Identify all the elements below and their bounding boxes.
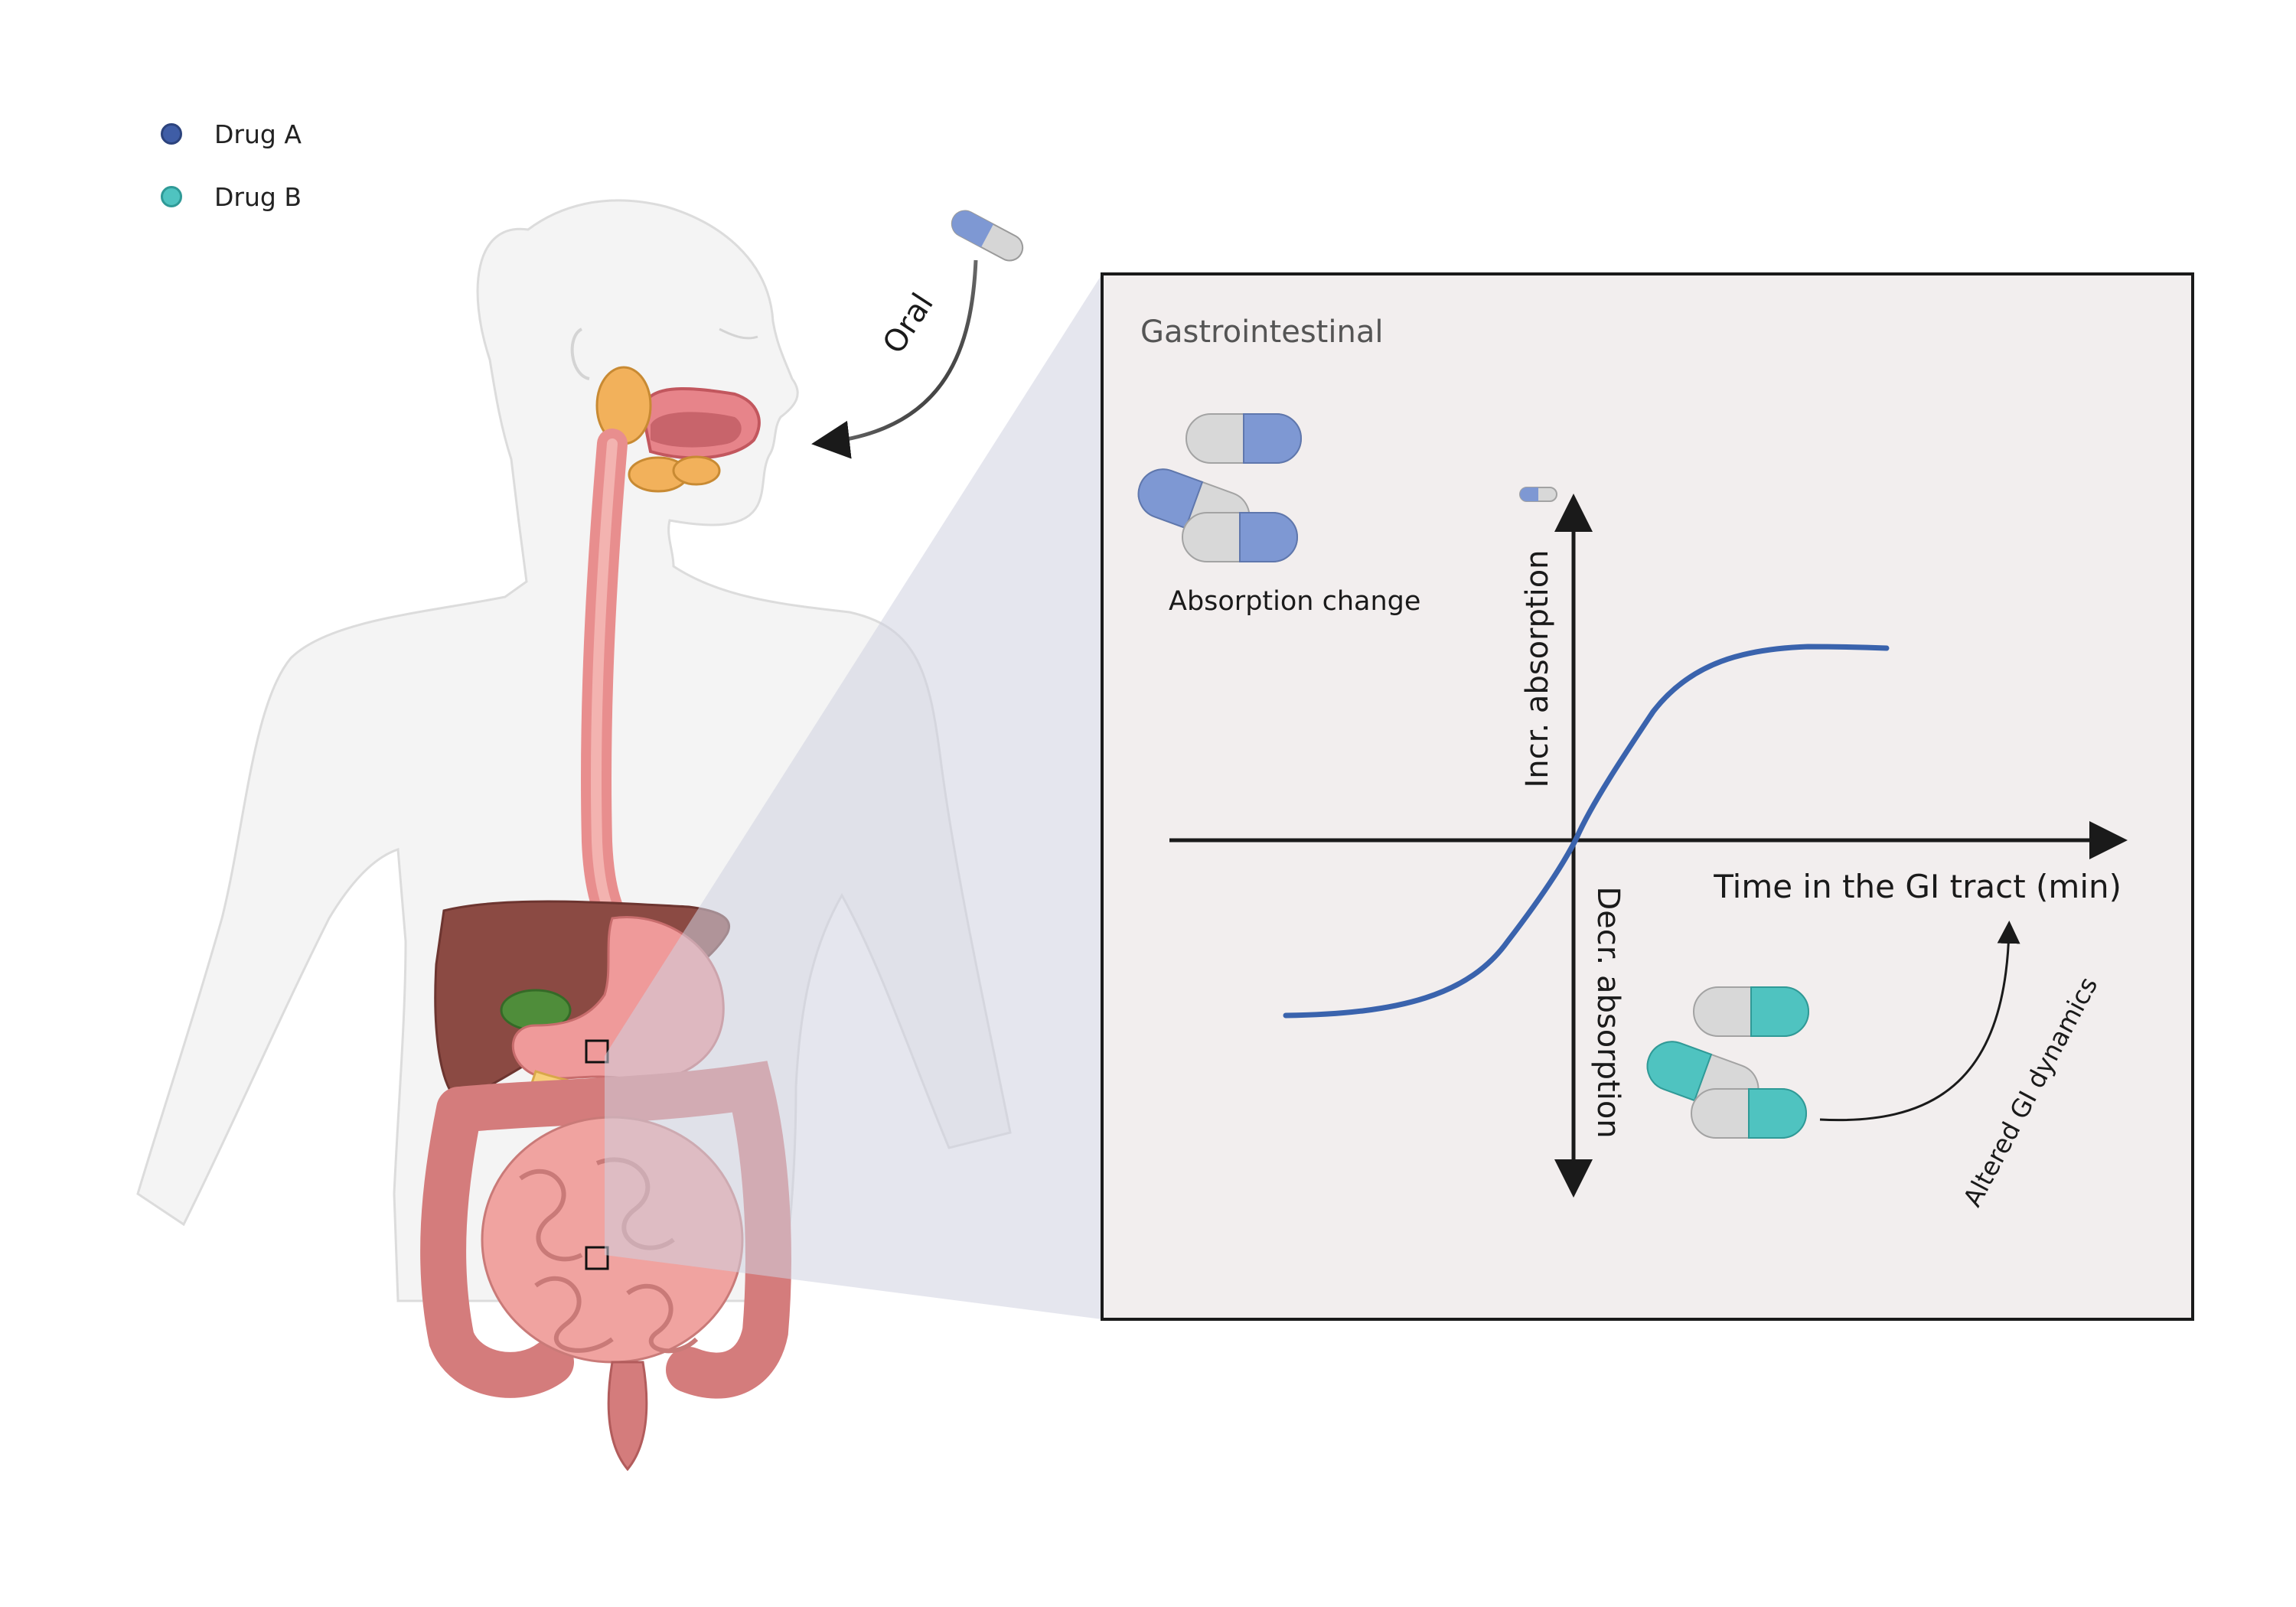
drug-b-capsules-icon — [1646, 986, 1809, 1139]
y-up-label: Incr. absorption — [1520, 549, 1555, 787]
legend-drug-b: Drug B — [161, 178, 302, 216]
drug-a-label: Drug A — [214, 119, 302, 149]
x-axis-label: Time in the GI tract (min) — [1713, 868, 2122, 905]
absorption-change-label: Absorption change — [1169, 586, 1420, 617]
legend-drug-a: Drug A — [161, 115, 302, 153]
rectum — [607, 1361, 648, 1472]
drug-b-dot-icon — [161, 186, 182, 207]
y-down-label: Decr. absorption — [1590, 886, 1626, 1138]
oral-label: Oral — [876, 287, 941, 360]
panel-title: Gastrointestinal — [1140, 315, 1383, 350]
drug-a-dot-icon — [161, 123, 182, 145]
gi-zoom-panel: Gastrointestinal Absorption change — [1101, 272, 2194, 1321]
oral-cavity — [641, 386, 761, 460]
oral-pill-icon — [951, 210, 1024, 262]
intestine-sample-marker — [585, 1246, 609, 1270]
drug-a-capsules-icon — [1137, 413, 1302, 562]
salivary-glands — [595, 366, 721, 493]
drug-b-label: Drug B — [214, 181, 302, 212]
absorption-curve — [1283, 644, 1890, 1019]
oral-route-arrow — [811, 259, 978, 459]
zoom-wedge — [605, 274, 1102, 1319]
altered-dynamics-arrow — [1819, 921, 2020, 1122]
tiny-pill-icon — [1519, 487, 1557, 502]
